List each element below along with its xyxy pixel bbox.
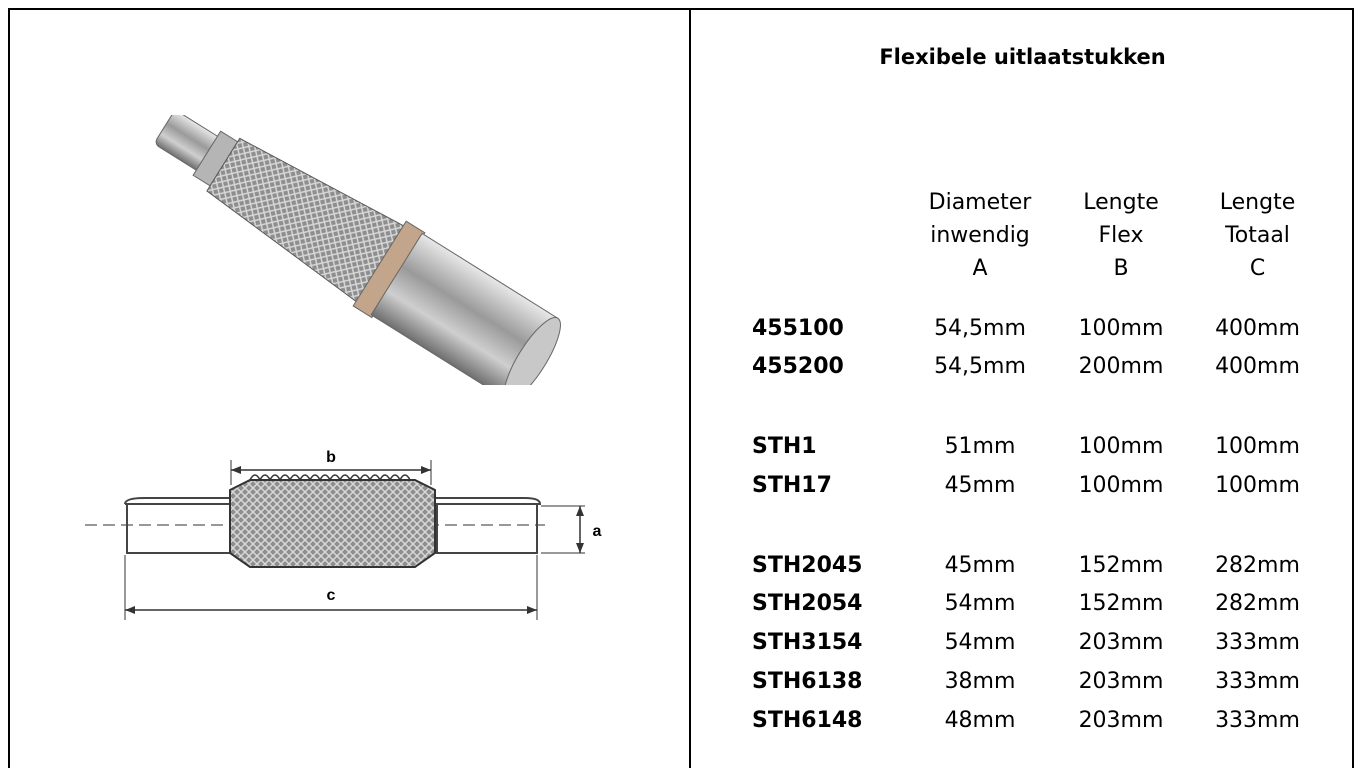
column-divider — [689, 8, 691, 768]
header-line: Totaal — [1225, 223, 1290, 248]
part-number: STH2054 — [752, 591, 863, 616]
flex-length-value: 152mm — [1078, 553, 1164, 578]
header-line: Flex — [1098, 223, 1144, 248]
total-length-value: 400mm — [1215, 354, 1300, 379]
dimension-label-b: b — [326, 449, 336, 466]
total-length-value: 100mm — [1215, 473, 1300, 498]
header-line: Diameter — [928, 190, 1032, 215]
part-number: STH6148 — [752, 708, 863, 733]
column-header-flex-length: Lengte Flex B — [1060, 186, 1182, 285]
part-number: STH6138 — [752, 669, 863, 694]
flex-length-value: 203mm — [1078, 708, 1164, 733]
header-line: C — [1249, 256, 1266, 281]
total-length-value: 282mm — [1215, 553, 1300, 578]
diameter-value: 54,5mm — [934, 354, 1026, 379]
header-line: inwendig — [930, 223, 1030, 248]
column-header-total-length: Lengte Totaal C — [1195, 186, 1320, 285]
header-line: Lengte — [1219, 190, 1296, 215]
flex-length-value: 100mm — [1078, 434, 1164, 459]
part-number: STH1 — [752, 434, 817, 459]
part-number: STH2045 — [752, 553, 863, 578]
table-frame — [8, 8, 1354, 768]
flex-length-value: 203mm — [1078, 630, 1164, 655]
total-length-value: 282mm — [1215, 591, 1300, 616]
total-length-value: 100mm — [1215, 434, 1300, 459]
dimension-drawing: b a c — [85, 449, 602, 620]
diameter-value: 38mm — [944, 669, 1016, 694]
total-length-value: 333mm — [1215, 630, 1300, 655]
flex-length-value: 200mm — [1078, 354, 1164, 379]
part-number: STH17 — [752, 473, 832, 498]
header-line: Lengte — [1083, 190, 1159, 215]
diameter-value: 45mm — [944, 473, 1016, 498]
diameter-value: 51mm — [944, 434, 1016, 459]
flex-length-value: 100mm — [1078, 316, 1164, 341]
dimension-label-c: c — [327, 587, 336, 604]
header-line: A — [972, 256, 988, 281]
part-number: 455200 — [752, 354, 844, 379]
flex-length-value: 203mm — [1078, 669, 1164, 694]
part-number: 455100 — [752, 316, 844, 341]
total-length-value: 400mm — [1215, 316, 1300, 341]
dimension-label-a: a — [593, 523, 602, 540]
flex-pipe-photo — [155, 115, 561, 385]
total-length-value: 333mm — [1215, 708, 1300, 733]
diameter-value: 45mm — [944, 553, 1016, 578]
diameter-value: 54mm — [944, 591, 1016, 616]
header-line: B — [1113, 256, 1129, 281]
flex-length-value: 152mm — [1078, 591, 1164, 616]
diameter-value: 48mm — [944, 708, 1016, 733]
flex-length-value: 100mm — [1078, 473, 1164, 498]
part-number: STH3154 — [752, 630, 863, 655]
diameter-value: 54mm — [944, 630, 1016, 655]
page-title: Flexibele uitlaatstukken — [879, 45, 1166, 69]
total-length-value: 333mm — [1215, 669, 1300, 694]
column-header-diameter: Diameter inwendig A — [915, 186, 1045, 285]
diameter-value: 54,5mm — [934, 316, 1026, 341]
